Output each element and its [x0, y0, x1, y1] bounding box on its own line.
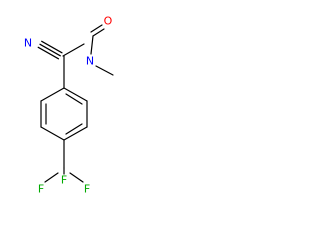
benzene-ring — [40, 87, 88, 141]
molecule-diagram: N N O F F F — [24, 15, 114, 196]
amide-nitrogen-label: N — [86, 55, 94, 68]
amide-n-to-formyl-carbon-bond — [90, 35, 94, 55]
structure-canvas: N N O F F F — [0, 0, 142, 206]
alpha-carbon-to-amide-n-bond — [62, 43, 85, 57]
fluorine-right-label: F — [84, 183, 90, 196]
n-methyl-bond — [95, 65, 114, 76]
cf3-right-f-bond — [69, 172, 84, 183]
cf3-left-f-bond — [44, 172, 59, 183]
fluorine-top-label: F — [61, 174, 67, 187]
carbonyl-double-bond — [90, 24, 105, 37]
nitrile-triple-bond — [37, 40, 63, 60]
nitrile-nitrogen-label: N — [24, 37, 32, 50]
carbonyl-oxygen-label: O — [104, 15, 113, 28]
fluorine-left-label: F — [38, 183, 44, 196]
